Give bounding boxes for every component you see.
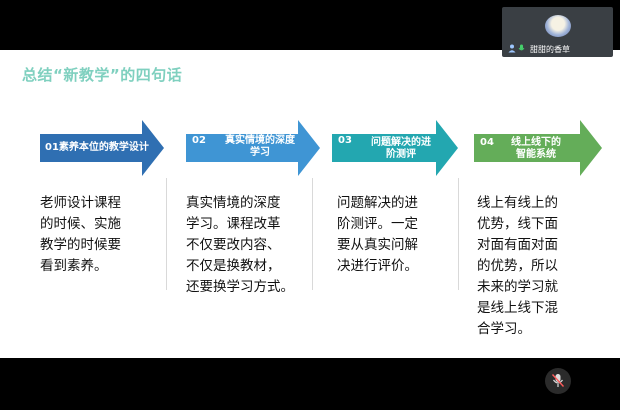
participant-name: 甜甜的香草 [530,45,570,54]
step-arrow-2: 02 真实情境的深度 学习 [186,120,320,176]
column-divider [166,178,167,290]
step-number: 04 [480,137,494,148]
step-arrow-3: 03 问题解决的进 阶测评 [332,120,458,176]
step-label: 真实情境的深度 学习 [225,135,295,158]
step-arrow-1: 01素养本位的教学设计 [40,120,164,176]
step-description-4: 线上有线上的 优势，线下面 对面有面对面 的优势，所以 未来的学习就 是线上线下… [477,195,558,337]
step-number: 03 [338,135,352,146]
avatar [545,15,571,37]
arrow-shape [332,120,458,176]
arrow-shape [186,120,320,176]
mute-toggle-button[interactable] [545,368,571,394]
step-description-2: 真实情境的深度 学习。课程改革 不仅要改内容、 不仅是换教材， 还要换学习方式。 [186,195,294,295]
step-description-3: 问题解决的进 阶测评。一定 要从真实问解 决进行评价。 [337,195,418,274]
column-divider [458,178,459,290]
step-arrow-4: 04 线上线下的 智能系统 [474,120,602,176]
participant-status [508,44,528,55]
column-divider [312,178,313,290]
presentation-slide: 总结“新教学”的四句话 01素养本位的教学设计 02 真实情境的深度 学习 03… [0,50,620,358]
step-number: 02 [192,135,206,146]
step-label: 01素养本位的教学设计 [45,142,149,153]
step-description-1: 老师设计课程 的时候、实施 教学的时候要 看到素养。 [40,195,121,274]
arrow-shape [474,120,602,176]
step-label: 线上线下的 智能系统 [511,137,561,160]
participant-tile[interactable]: 甜甜的香草 [502,7,613,57]
slide-title: 总结“新教学”的四句话 [22,66,183,84]
mic-icon [520,44,523,50]
step-label: 问题解决的进 阶测评 [371,137,431,160]
mic-muted-icon [551,374,565,387]
arrow-shape [40,120,164,176]
person-icon [508,44,525,53]
